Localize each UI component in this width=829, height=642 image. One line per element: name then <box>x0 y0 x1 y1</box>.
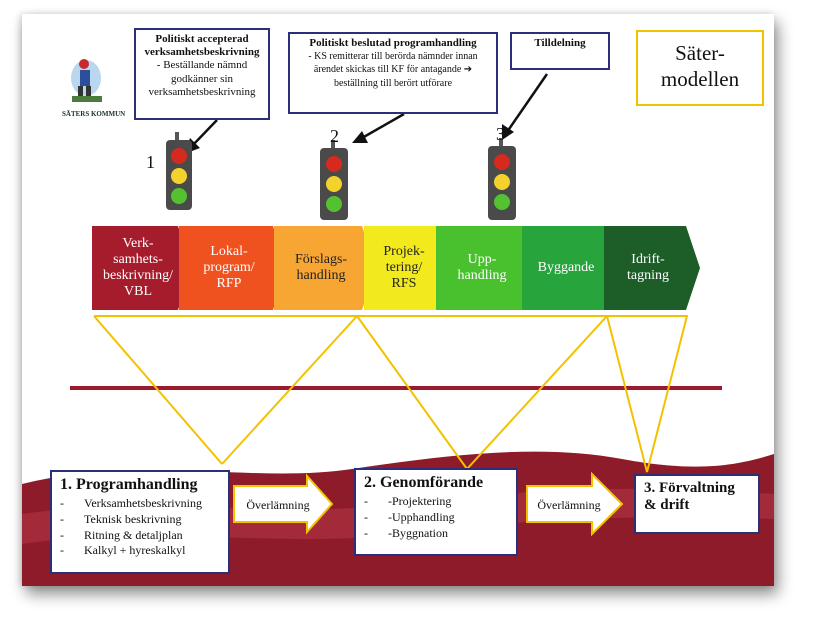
callout-body: - KS remitterar till berörda nämnder inn… <box>308 51 478 89</box>
step-label-7: Idrift- tagning <box>627 251 669 283</box>
handover-label-1: Överlämning <box>246 498 310 512</box>
callout-body: - Beställande nämnd godkänner sin verksa… <box>148 59 256 98</box>
phase-connectors <box>93 315 689 473</box>
step-chevron-7 <box>604 226 700 310</box>
step-label-6: Byggande <box>537 259 595 275</box>
step-number-1: 1 <box>146 152 155 172</box>
step-chevron-2 <box>179 226 287 310</box>
traffic-light-2 <box>320 140 348 220</box>
step-chevron-3 <box>274 226 376 310</box>
title: Säter- modellen <box>660 41 740 92</box>
list-item: -Ritning & detaljplan <box>60 527 183 542</box>
list-item: --Projektering <box>364 494 452 508</box>
phase-title: 1. Programhandling <box>60 476 198 493</box>
callout-title: Politiskt accepterad verksamhetsbeskrivn… <box>144 33 260 59</box>
phase-list: --Projektering --Upphandling --Byggnatio… <box>364 494 508 541</box>
step-label-4: Projek- tering/ RFS <box>383 243 425 292</box>
callout-title: Politiskt beslutad programhandling <box>309 37 477 49</box>
logo <box>66 50 118 128</box>
logo-text: SÄTERS KOMMUN <box>62 110 126 118</box>
title-box: Säter- modellen <box>636 30 764 106</box>
phase-title: 3. Förvaltning & drift <box>644 480 735 513</box>
slide: SÄTERS KOMMUN Säter- modellen Politiskt … <box>22 14 774 586</box>
arrowheads <box>184 124 514 154</box>
list-item: -Kalkyl + hyreskalkyl <box>60 543 186 558</box>
handover-label-2: Överlämning <box>537 498 601 512</box>
callout-1: Politiskt accepterad verksamhetsbeskrivn… <box>134 28 270 120</box>
process-steps <box>92 226 700 310</box>
phase-list: -Verksamhetsbeskrivning -Teknisk beskriv… <box>60 496 220 559</box>
step-label-2: Lokal- program/ RFP <box>203 243 255 292</box>
callout-2: Politiskt beslutad programhandling - KS … <box>288 32 498 114</box>
phase-title: 2. Genomförande <box>364 474 484 491</box>
phase-box-2: 2. Genomförande --Projektering --Upphand… <box>354 468 518 556</box>
callout-title: Tilldelning <box>534 37 586 49</box>
step-chevron-6 <box>522 226 618 310</box>
step-chevron-4 <box>364 226 452 310</box>
step-label-3: Förslags- handling <box>294 251 348 283</box>
step-chevron-5 <box>436 226 536 310</box>
list-item: -Verksamhetsbeskrivning <box>60 496 202 510</box>
logo-icon <box>71 59 102 102</box>
list-item: --Upphandling <box>364 509 455 524</box>
phase-box-1: 1. Programhandling -Verksamhetsbeskrivni… <box>50 470 230 574</box>
step-number-2: 2 <box>330 126 339 146</box>
step-label-1: Verk- samhets- beskrivning/ VBL <box>103 235 173 300</box>
handover-arrows <box>233 471 624 537</box>
step-label-5: Upp- handling <box>457 251 507 283</box>
list-item: -Teknisk beskrivning <box>60 511 182 526</box>
step-chevron-1 <box>92 226 192 310</box>
traffic-light-3 <box>488 138 516 220</box>
callout-3: Tilldelning <box>510 32 610 70</box>
step-number-3: 3 <box>496 124 505 144</box>
list-item: --Byggnation <box>364 525 448 540</box>
phase-box-3: 3. Förvaltning & drift <box>634 474 760 534</box>
traffic-light-1 <box>166 132 192 210</box>
callout-arrows <box>191 73 549 147</box>
